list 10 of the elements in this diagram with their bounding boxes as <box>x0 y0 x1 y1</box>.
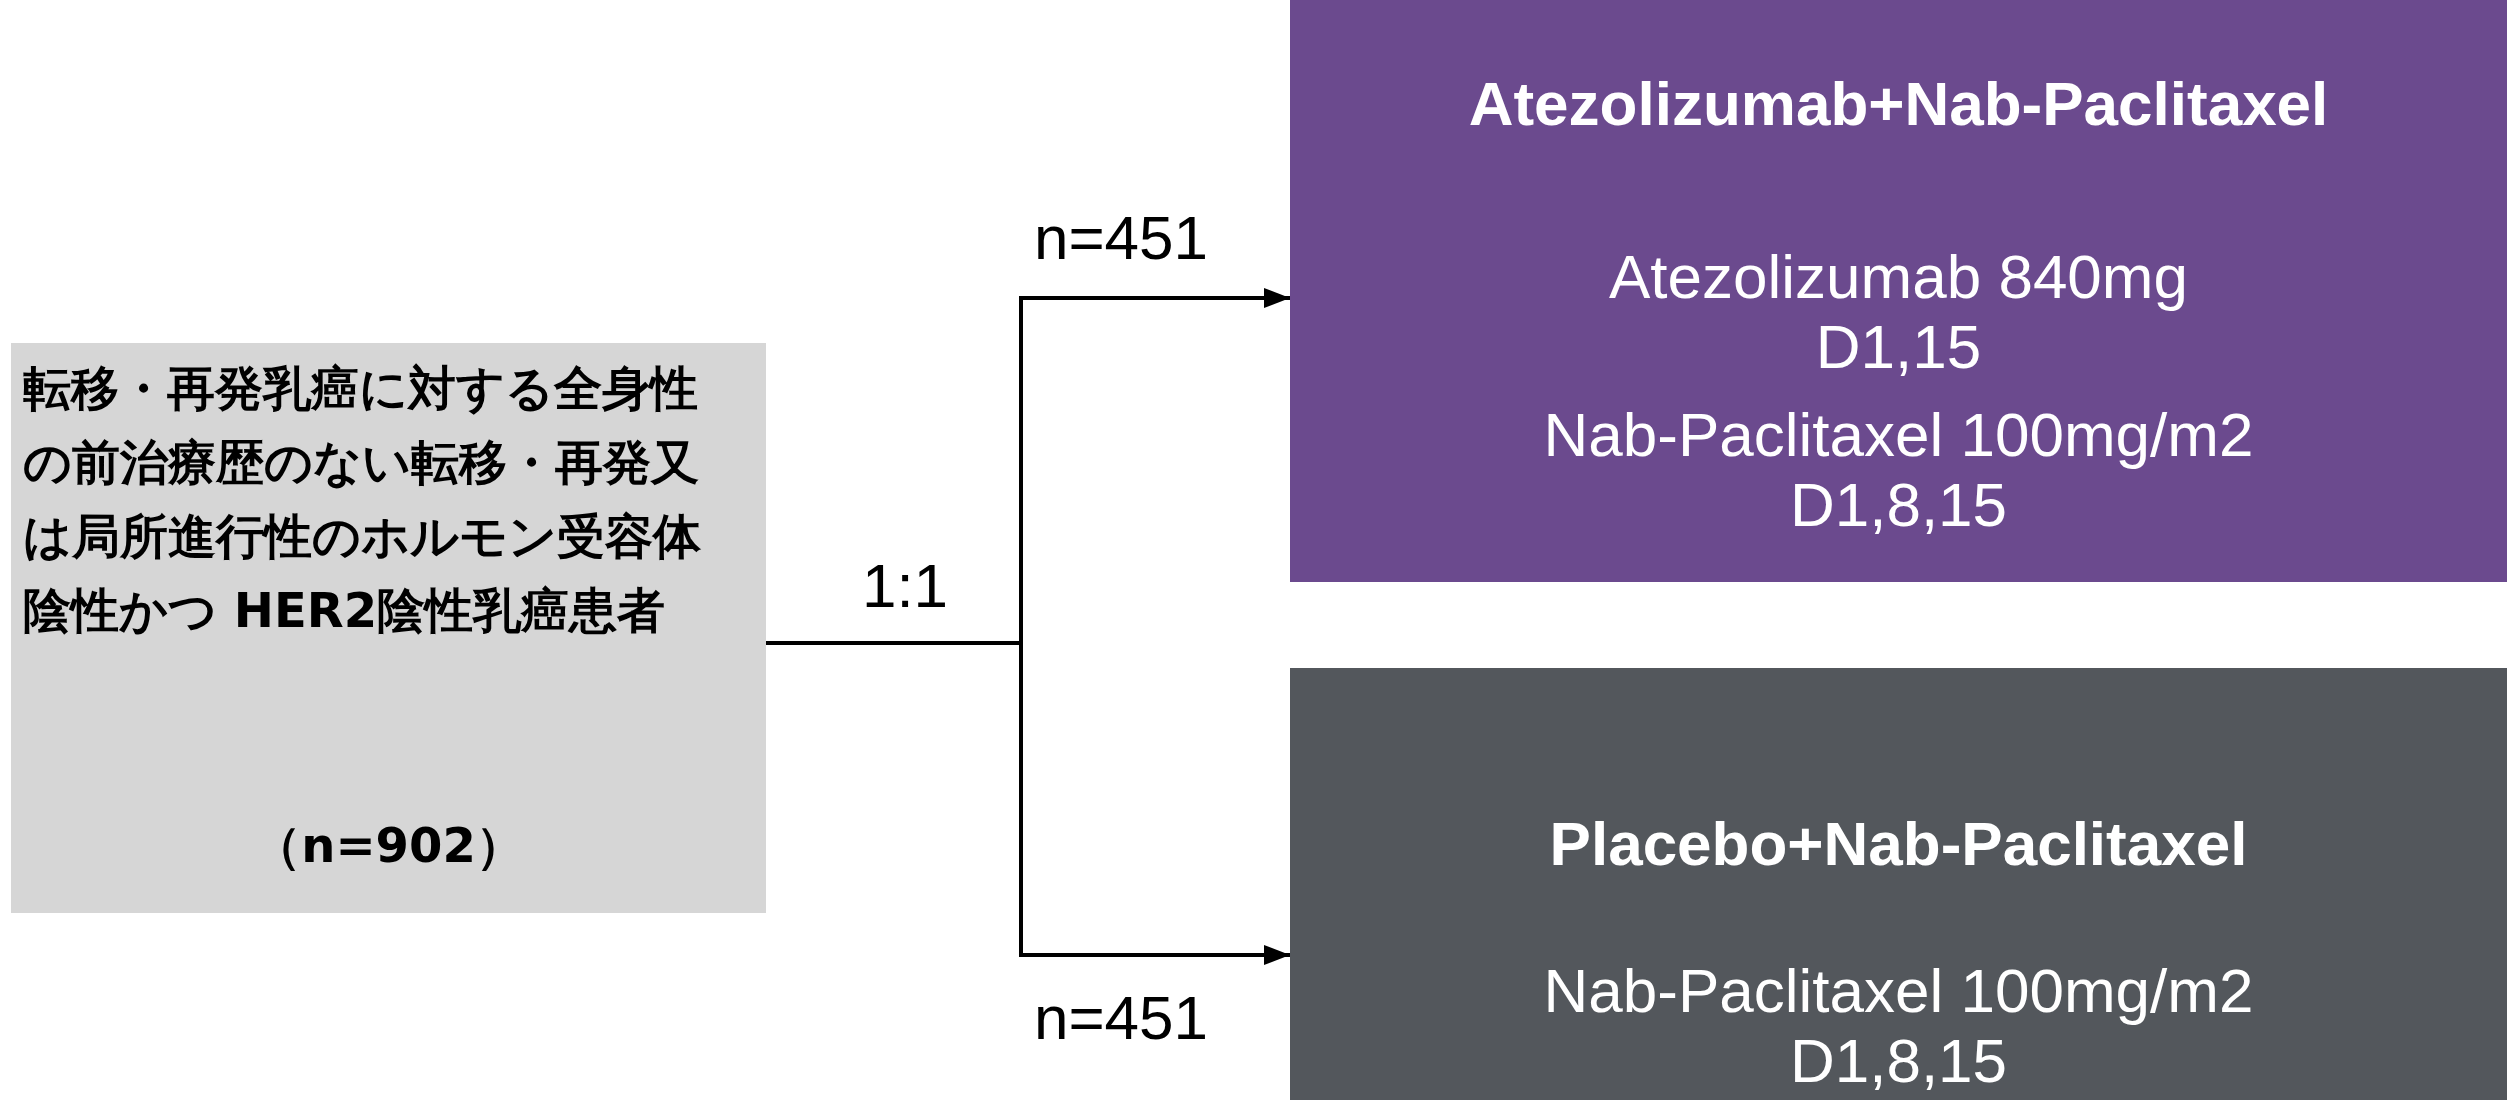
arm-title: Atezolizumab+Nab-Paclitaxel <box>1467 68 2330 140</box>
patient-box <box>11 343 766 913</box>
dosing-text: Nab-Paclitaxel 100mg/m2 D1,8,15 <box>1542 400 2255 540</box>
treatment-box <box>1290 0 2507 582</box>
description-text: 転移・再発乳癌に対する全身性の前治療歴のない転移・再発又は局所進行性のホルモン受容体陰性かつ HER2陰性乳癌患者 <box>23 359 702 640</box>
arm-title: Placebo+Nab-Paclitaxel <box>1548 808 2249 880</box>
dosing-text: Atezolizumab 840mg D1,15 <box>1608 242 2189 382</box>
treatment-box <box>1290 668 2507 1100</box>
dosing-text: Nab-Paclitaxel 100mg/m2 D1,8,15 <box>1542 956 2255 1096</box>
sample-size-text: （n=902） <box>252 816 525 875</box>
